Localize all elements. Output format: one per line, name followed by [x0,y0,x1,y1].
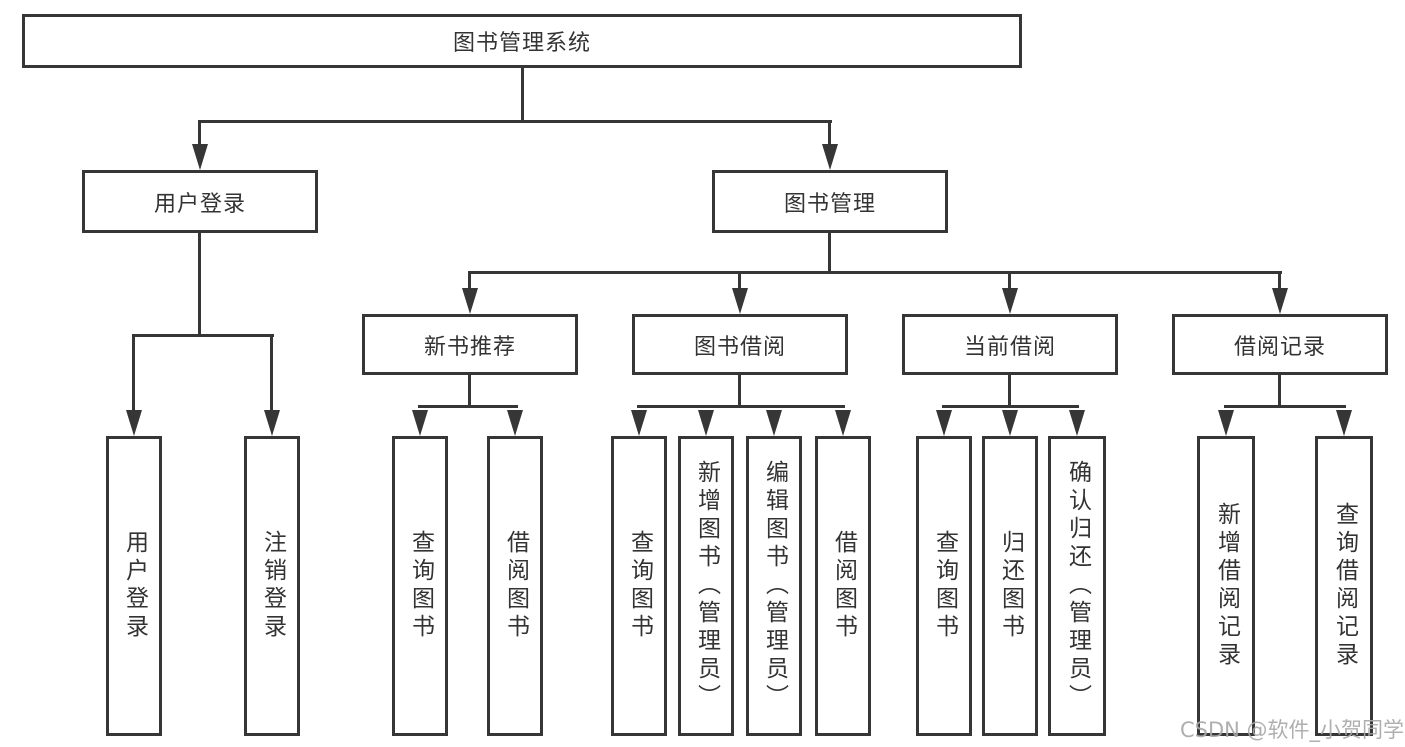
arrow-down-icon [264,410,280,436]
leaf-label: 用户登录 [121,530,148,642]
node-root: 图书管理系统 [22,14,1022,68]
leaf-label: 借阅图书 [502,530,529,642]
connector-line [270,334,273,412]
leaf-edit-books-admin: 编辑图书（管理员） [746,436,802,736]
node-label: 图书管理 [783,191,876,217]
arrow-down-icon [1002,288,1018,314]
node-label: 当前借阅 [963,334,1056,360]
leaf-label: 查询图书 [407,530,434,642]
node-label: 借阅记录 [1233,334,1326,360]
arrow-down-icon [507,410,523,436]
arrow-down-icon [1272,288,1288,314]
node-label: 图书借阅 [693,334,786,360]
arrow-down-icon [936,410,952,436]
node-new-book-recommend: 新书推荐 [362,314,578,375]
arrow-down-icon [835,410,851,436]
arrow-down-icon [1069,410,1085,436]
leaf-label: 归还图书 [997,530,1024,642]
leaf-label: 查询借阅记录 [1331,502,1358,670]
arrow-down-icon [1218,410,1234,436]
leaf-label: 查询图书 [626,530,653,642]
arrow-down-icon [126,410,142,436]
connector-line [132,334,135,412]
connector-line [132,334,274,337]
leaf-user-login: 用户登录 [106,436,162,736]
connector-line [521,68,524,123]
leaf-borrow-books-2: 借阅图书 [815,436,871,736]
leaf-borrow-books-1: 借阅图书 [487,436,543,736]
connector-line [1008,271,1011,290]
arrow-down-icon [462,288,478,314]
leaf-label: 确认归还（管理员） [1064,460,1091,712]
arrow-down-icon [698,410,714,436]
leaf-add-books-admin: 新增图书（管理员） [678,436,734,736]
connector-line [637,405,845,408]
node-current-borrow: 当前借阅 [902,314,1118,375]
node-book-management: 图书管理 [712,170,948,233]
leaf-label: 新增借阅记录 [1213,502,1240,670]
connector-line [828,233,831,274]
node-label: 新书推荐 [423,334,516,360]
connector-line [198,120,201,146]
arrow-down-icon [766,410,782,436]
node-label: 用户登录 [153,191,246,217]
connector-line [468,271,1282,274]
connector-line [198,233,201,337]
node-root-label: 图书管理系统 [452,31,591,56]
arrow-down-icon [192,144,208,170]
leaf-confirm-return-admin: 确认归还（管理员） [1048,436,1106,736]
connector-line [468,375,471,408]
connector-line [1008,375,1011,408]
leaf-query-books-2: 查询图书 [611,436,667,736]
arrow-down-icon [1002,410,1018,436]
node-borrow-records: 借阅记录 [1172,314,1388,375]
connector-line [468,271,471,290]
leaf-return-books: 归还图书 [982,436,1038,736]
node-user-login: 用户登录 [82,170,318,233]
leaf-query-books-1: 查询图书 [392,436,448,736]
arrow-down-icon [412,410,428,436]
leaf-label: 查询图书 [931,530,958,642]
connector-line [1278,375,1281,408]
connector-line [828,120,831,146]
leaf-logout: 注销登录 [244,436,300,736]
connector-line [1278,271,1281,290]
leaf-label: 新增图书（管理员） [693,460,720,712]
watermark-text: CSDN @软件_小贺同学 [1180,718,1405,742]
leaf-query-books-3: 查询图书 [916,436,972,736]
node-book-borrow: 图书借阅 [632,314,848,375]
arrow-down-icon [631,410,647,436]
leaf-label: 借阅图书 [830,530,857,642]
connector-line [942,405,1079,408]
connector-line [738,375,741,408]
leaf-add-borrow-record: 新增借阅记录 [1197,436,1255,736]
arrow-down-icon [732,288,748,314]
connector-line [418,405,518,408]
connector-line [1224,405,1346,408]
arrow-down-icon [822,144,838,170]
arrow-down-icon [1336,410,1352,436]
leaf-label: 注销登录 [259,530,286,642]
connector-line [738,271,741,290]
leaf-label: 编辑图书（管理员） [761,460,788,712]
leaf-query-borrow-record: 查询借阅记录 [1315,436,1373,736]
connector-line [198,120,832,123]
